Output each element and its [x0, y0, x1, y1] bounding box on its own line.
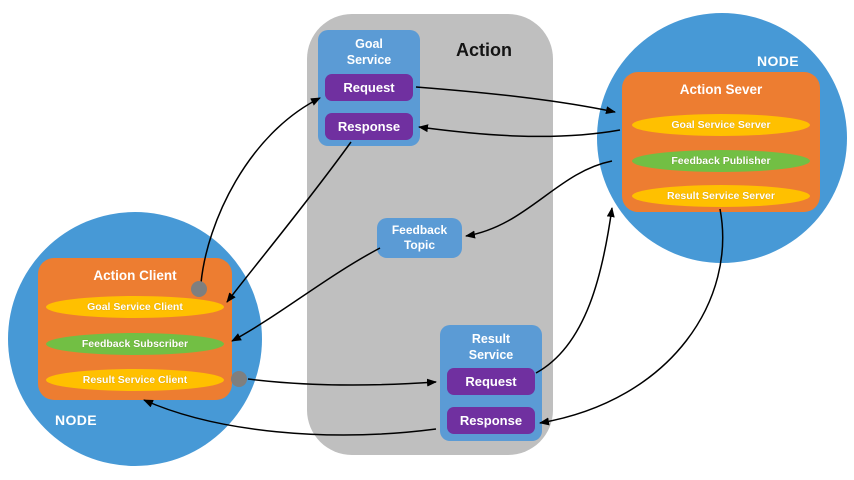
pill-result-service-client: Result Service Client — [46, 369, 224, 391]
pill-feedback-publisher: Feedback Publisher — [632, 150, 810, 172]
result-response-button: Response — [447, 407, 535, 434]
result-service-box: Result Service Request Response — [440, 325, 542, 441]
result-service-title: Result Service — [468, 332, 514, 362]
action-server-title: Action Sever — [679, 82, 763, 97]
goal-request-button: Request — [325, 74, 413, 101]
action-client-box: Action Client Goal Service Client Feedba… — [38, 258, 232, 400]
pill-feedback-subscriber: Feedback Subscriber — [46, 333, 224, 355]
feedback-topic-title: Feedback Topic — [391, 223, 448, 253]
pill-result-service-server: Result Service Server — [632, 185, 810, 207]
action-title: Action — [456, 40, 512, 60]
result-request-button: Request — [447, 368, 535, 395]
goal-service-box: Goal Service Request Response — [318, 30, 420, 146]
goal-response-button: Response — [325, 113, 413, 140]
pill-goal-service-client: Goal Service Client — [46, 296, 224, 318]
client-node-label: NODE — [55, 412, 98, 428]
goal-service-title: Goal Service — [346, 37, 392, 67]
action-client-title: Action Client — [93, 268, 177, 283]
feedback-topic-box: Feedback Topic — [377, 218, 462, 258]
action-server-box: Action Sever Goal Service Server Feedbac… — [622, 72, 820, 212]
pill-goal-service-server: Goal Service Server — [632, 114, 810, 136]
server-node-label: NODE — [757, 53, 800, 69]
